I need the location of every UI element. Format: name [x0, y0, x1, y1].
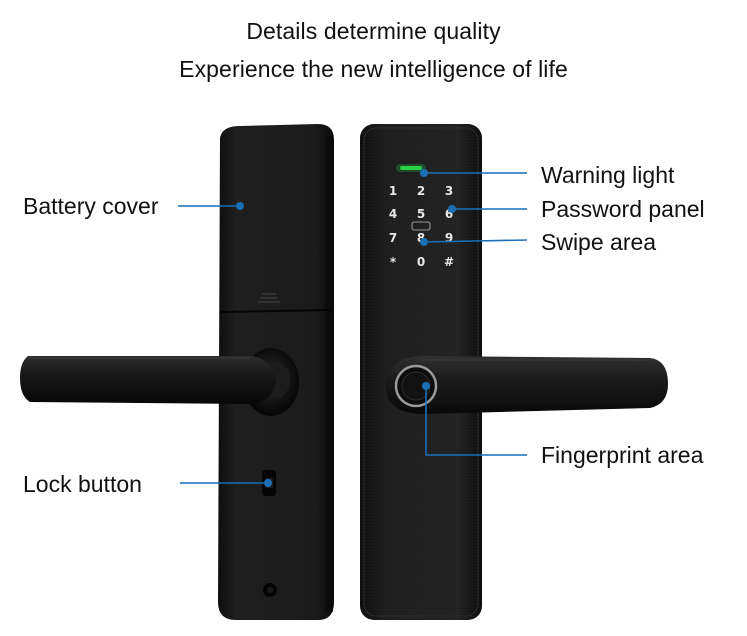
keypad-key-0[interactable]: 0 [417, 255, 425, 269]
leader-lines [178, 169, 528, 487]
keypad-key-4[interactable]: 4 [389, 207, 397, 221]
password-panel[interactable]: 1 2 3 4 5 6 7 8 9 * 0 # [389, 184, 454, 269]
keypad-key-star[interactable]: * [390, 255, 397, 269]
callout-password-panel: Password panel [541, 196, 705, 222]
keypad-key-6[interactable]: 6 [445, 207, 453, 221]
callout-warning-light: Warning light [541, 162, 675, 188]
outer-handle [385, 356, 668, 414]
keypad-key-2[interactable]: 2 [417, 184, 425, 198]
keypad-key-7[interactable]: 7 [389, 231, 397, 245]
battery-cover-latch-icon [258, 293, 280, 303]
callout-fingerprint-area: Fingerprint area [541, 442, 704, 468]
callout-swipe-area: Swipe area [541, 229, 657, 255]
keypad-key-5[interactable]: 5 [417, 207, 425, 221]
warning-light [396, 164, 426, 172]
card-reader-icon [411, 221, 431, 231]
headline-line-2: Experience the new intelligence of life [179, 56, 568, 82]
callout-battery-cover: Battery cover [23, 193, 159, 219]
keypad-key-hash[interactable]: # [444, 255, 454, 269]
keypad-key-3[interactable]: 3 [445, 184, 453, 198]
callout-lock-button: Lock button [23, 471, 142, 497]
keypad-key-1[interactable]: 1 [389, 184, 397, 198]
keypad-key-8[interactable]: 8 [417, 231, 425, 245]
keypad-key-9[interactable]: 9 [445, 231, 453, 245]
inner-handle [20, 348, 299, 416]
fingerprint-sensor[interactable] [394, 364, 438, 408]
headline-line-1: Details determine quality [246, 18, 501, 44]
key-hole-icon [263, 583, 277, 597]
